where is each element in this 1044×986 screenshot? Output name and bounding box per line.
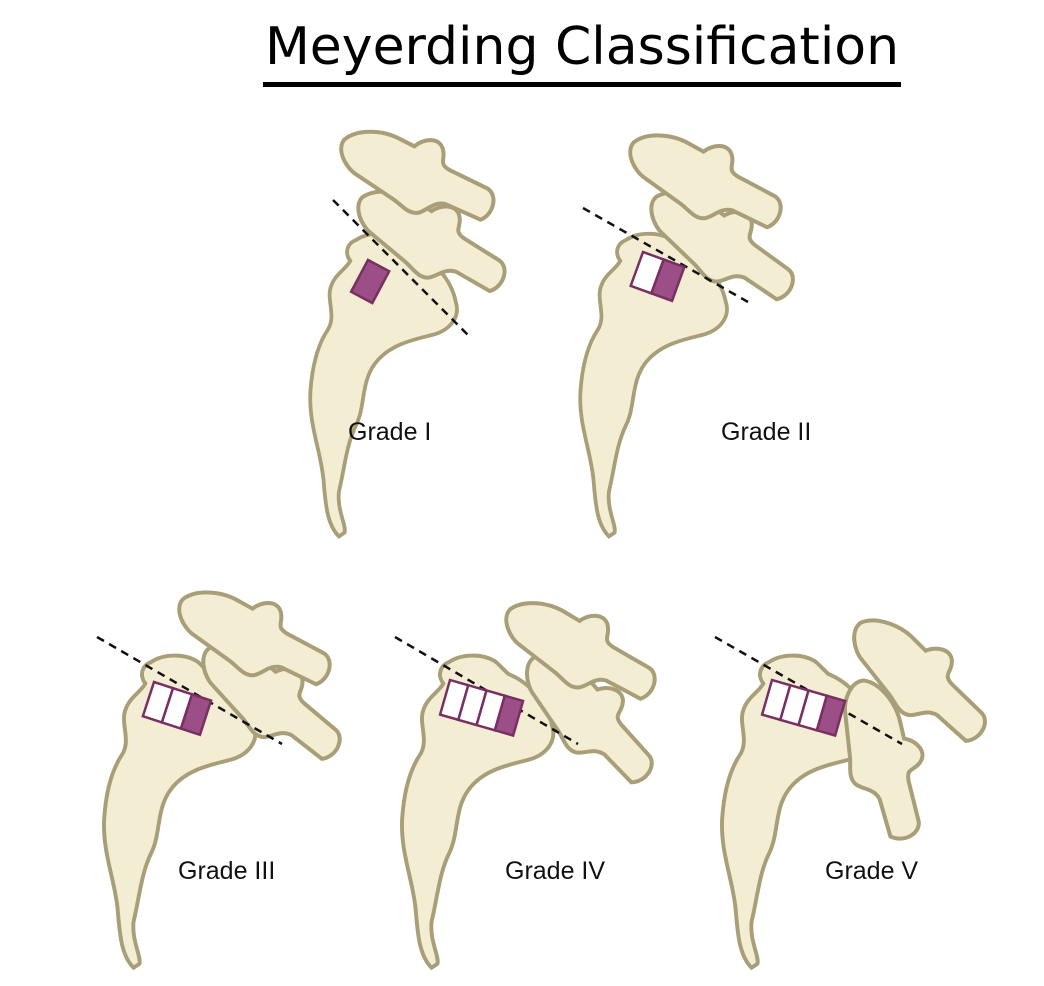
slip-cell [649,257,686,303]
grade-5-label: Grade V [825,857,918,885]
grade-3-label: Grade III [178,857,275,885]
slip-cell [349,258,391,305]
grade-2-label: Grade II [721,418,811,446]
slip-cell [815,694,847,738]
grade-2-figure [578,122,813,539]
slip-cell [179,692,213,737]
diagram-title: Meyerding Classification [262,12,902,87]
slip-cell [493,694,525,738]
grade-4-label: Grade IV [505,857,605,885]
grade-3-figure [96,579,360,970]
diagram-title-container: Meyerding Classification [0,12,1044,92]
grade-1-figure [308,119,522,539]
grade-4-figure [394,589,679,970]
grade-1-label: Grade I [348,418,431,446]
grade-5-figure [714,604,1010,970]
